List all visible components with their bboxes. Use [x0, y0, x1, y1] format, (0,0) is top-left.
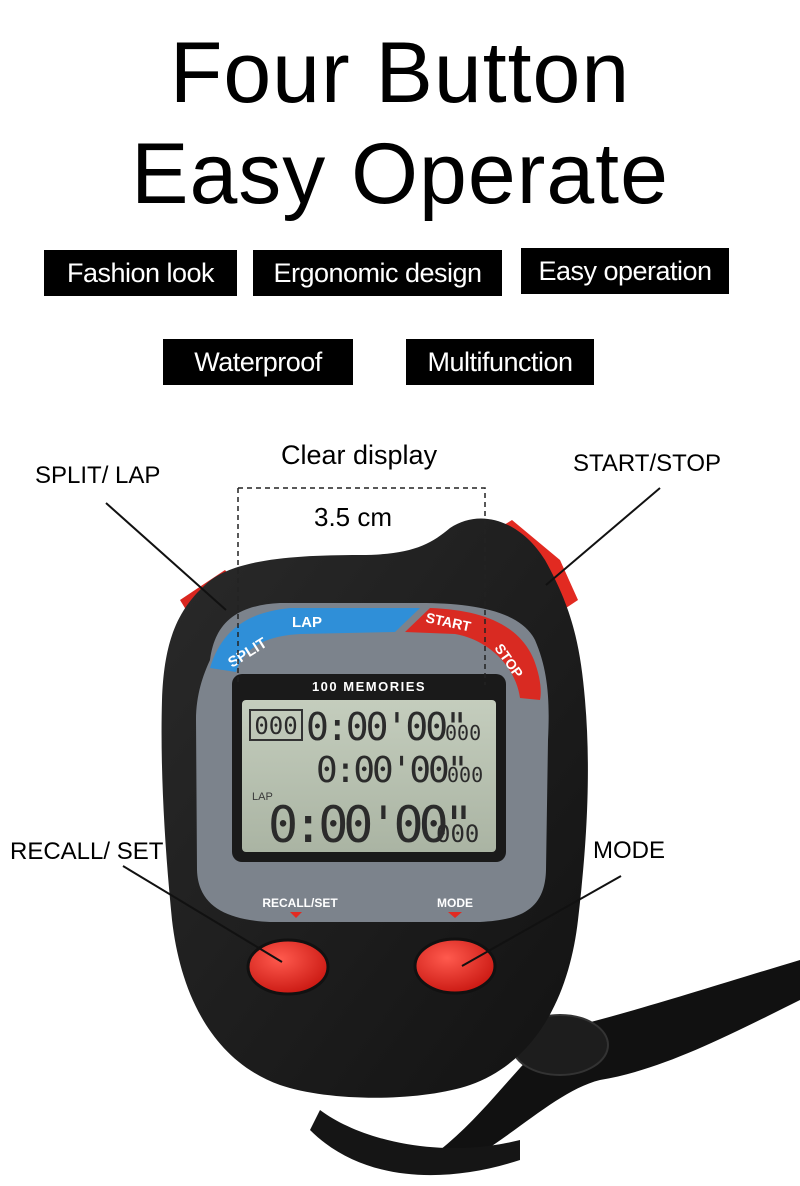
band-lap-text: LAP	[292, 614, 322, 631]
lcd-memories-label: 100 MEMORIES	[312, 679, 426, 694]
lcd-row3-ms: 000	[436, 820, 479, 848]
callout-mode: MODE	[593, 837, 665, 864]
lcd-lap-label: LAP	[252, 791, 273, 803]
callout-split-lap: SPLIT/ LAP	[35, 462, 161, 489]
lcd-counter-box	[249, 709, 303, 741]
recall-set-marker	[290, 912, 302, 918]
mode-leader	[461, 875, 622, 967]
callout-start-stop: START/STOP	[573, 450, 722, 477]
tag-waterproof: Waterproof	[163, 339, 353, 385]
recall-set-face-label: RECALL/SET	[262, 896, 338, 910]
start-stop-band	[405, 608, 541, 700]
mode-marker	[448, 912, 462, 918]
tag-easy-operation: Easy operation	[521, 248, 729, 294]
split-lap-band	[210, 608, 420, 672]
tag-ergonomic-design: Ergonomic design	[253, 250, 502, 296]
headline-line-2: Easy Operate	[131, 126, 669, 222]
lanyard-loop	[310, 1110, 520, 1176]
lcd-row2-time: 0:00'00"	[316, 750, 465, 791]
tag-fashion-look: Fashion look	[44, 250, 237, 296]
dimension-box	[237, 487, 486, 685]
lcd-row2-ms: 000	[447, 763, 483, 787]
split-lap-leader	[105, 502, 227, 611]
callout-dimension: 3.5 cm	[314, 502, 393, 532]
callout-clear-display: Clear display	[281, 440, 438, 470]
callout-recall-set: RECALL/ SET	[10, 838, 164, 865]
mode-button	[413, 937, 497, 995]
lcd-row3-time: 0:00'00"	[268, 796, 469, 854]
mode-face-label: MODE	[437, 896, 473, 910]
recall-set-leader	[122, 865, 283, 963]
tag-multifunction: Multifunction	[406, 339, 594, 385]
lcd-row1-time: 0:00'00"	[306, 705, 465, 749]
lcd-screen	[242, 700, 496, 852]
headline-line-1: Four Button	[169, 25, 631, 121]
lcd-row1-ms: 000	[445, 721, 481, 745]
lanyard-cord	[440, 960, 800, 1160]
lcd-counter: 000	[254, 712, 297, 740]
start-stop-leader	[545, 487, 661, 586]
